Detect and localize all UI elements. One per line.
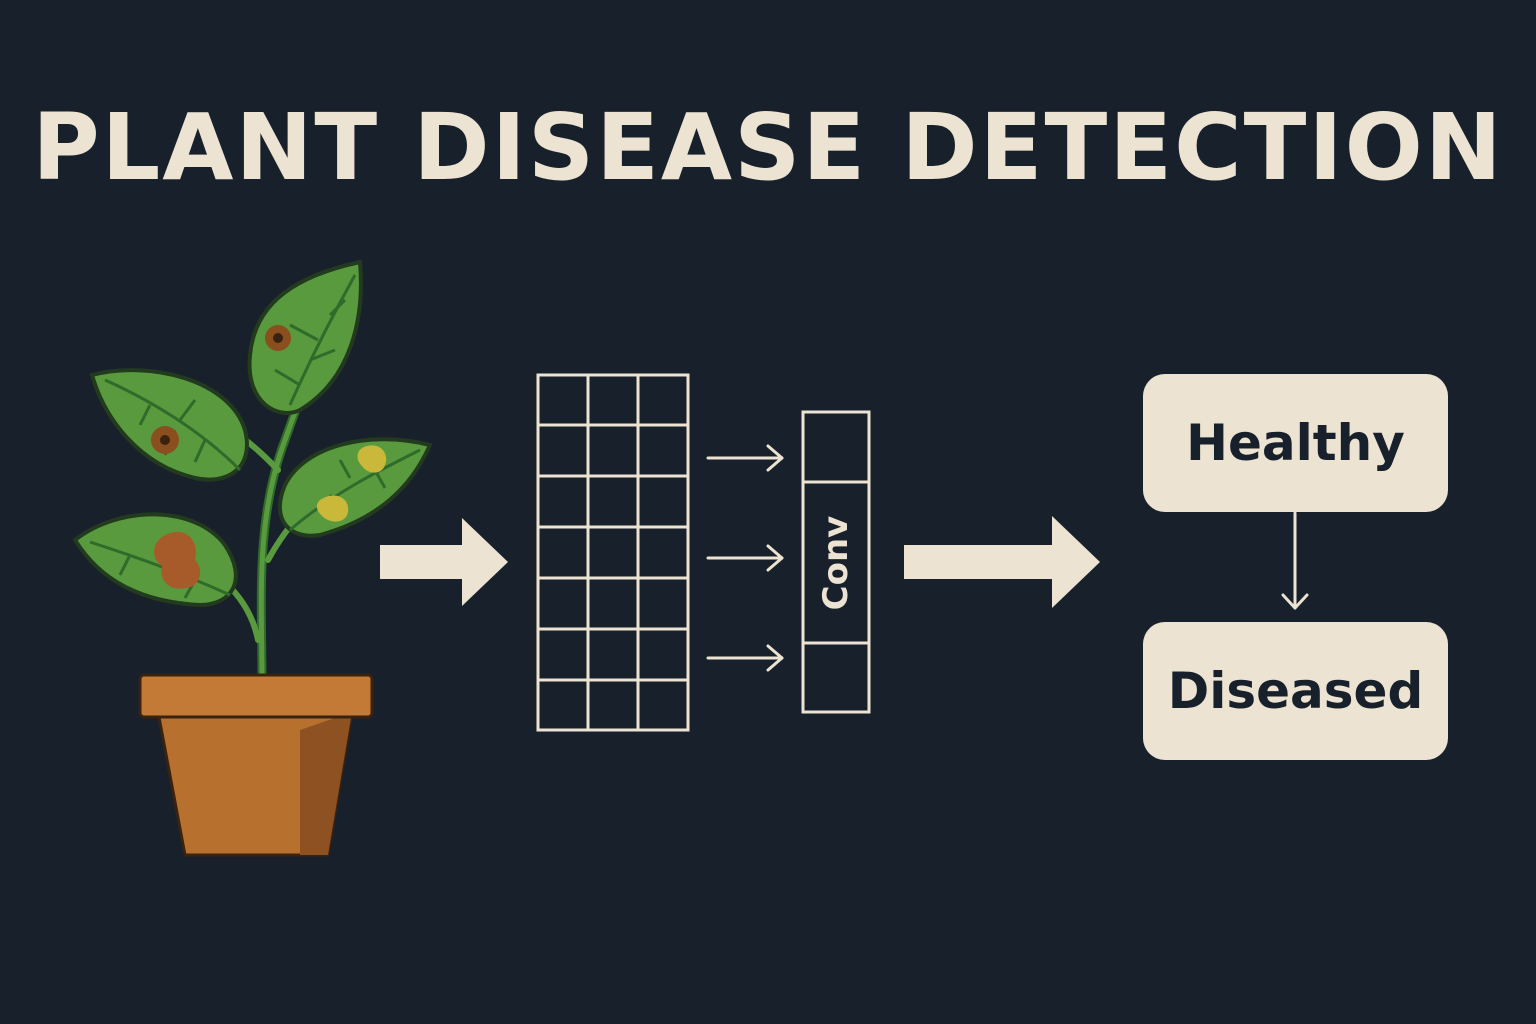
arrow-right-icon — [904, 516, 1100, 608]
output-diseased-label: Diseased — [1167, 662, 1424, 720]
output-diseased: Diseased — [1143, 622, 1448, 760]
output-healthy-label: Healthy — [1186, 414, 1405, 472]
output-healthy: Healthy — [1143, 374, 1448, 512]
pot-icon — [138, 673, 374, 857]
arrow-right-icon — [706, 544, 784, 572]
conv-layer: Conv — [801, 410, 871, 714]
leaf-lower-left — [72, 512, 238, 608]
arrow-right-icon — [706, 644, 784, 672]
arrow-right-icon — [380, 518, 508, 606]
arrow-down-icon — [1281, 511, 1309, 610]
leaf-upper-left — [89, 368, 249, 482]
feature-arrows — [706, 444, 784, 672]
leaf-right — [278, 437, 433, 538]
diagram-title: PLANT DISEASE DETECTION — [32, 94, 1504, 201]
conv-label: Conv — [816, 516, 856, 611]
arrow-right-icon — [706, 444, 784, 472]
image-grid — [536, 373, 690, 732]
plant-icon — [72, 259, 433, 685]
leaf-top — [247, 259, 363, 415]
